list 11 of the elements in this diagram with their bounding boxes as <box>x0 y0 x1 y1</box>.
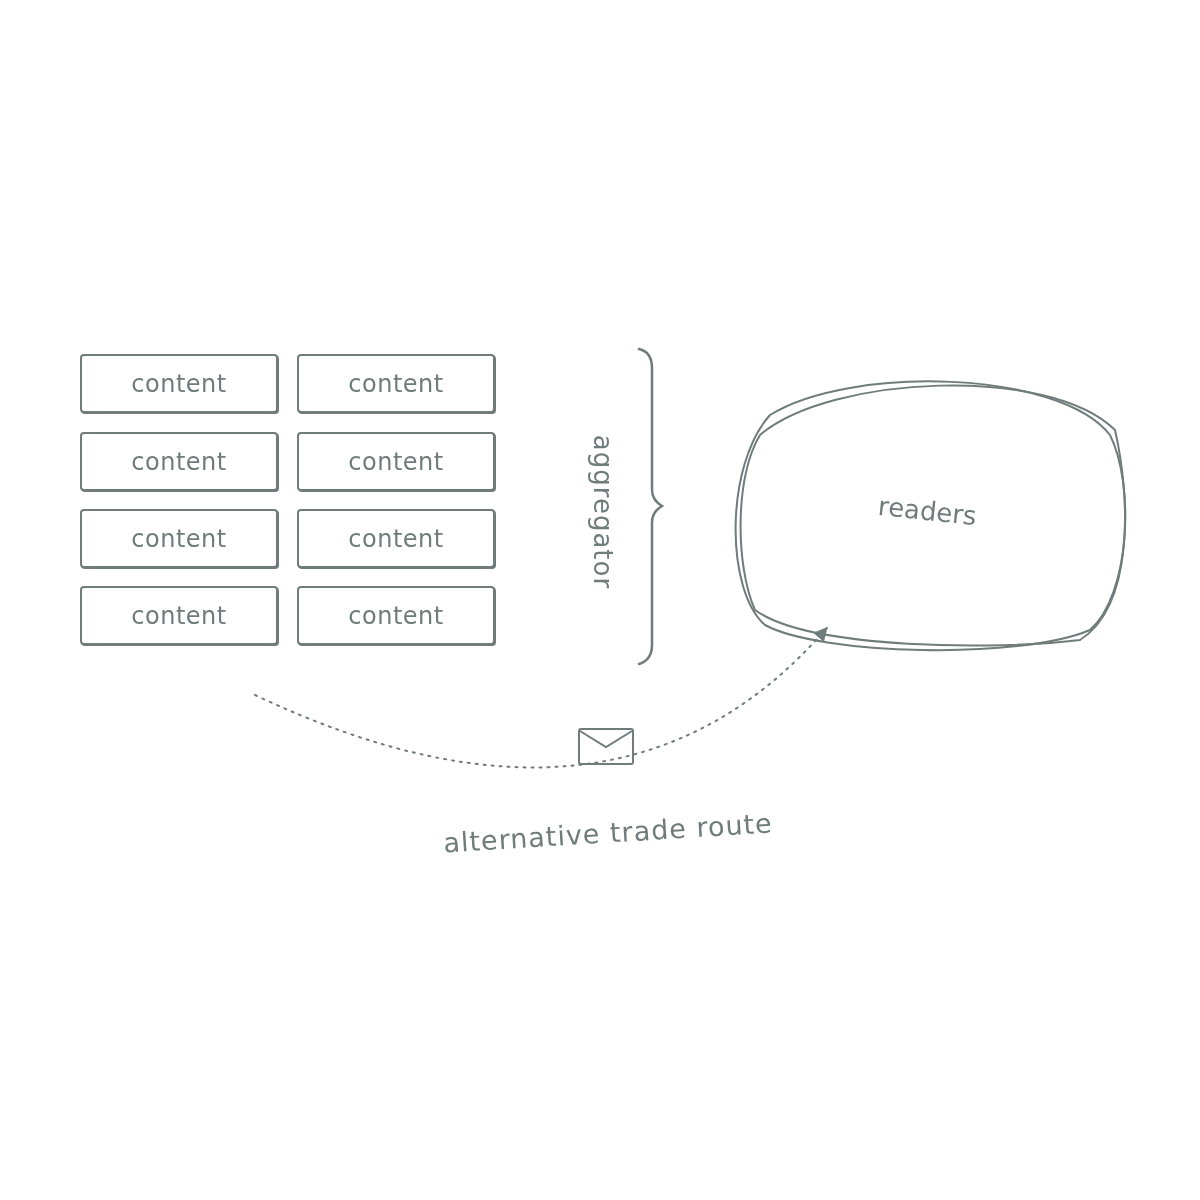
content-box: content <box>80 354 278 413</box>
node-label: readers <box>876 490 979 532</box>
content-box: content <box>297 354 495 413</box>
content-box: content <box>80 432 278 491</box>
content-box: content <box>80 509 278 568</box>
content-box: content <box>297 509 495 568</box>
brace-label: aggregator <box>588 434 618 590</box>
content-box: content <box>297 432 495 491</box>
content-box: content <box>297 586 495 645</box>
dotted-arrow <box>254 626 828 769</box>
content-box: content <box>80 586 278 645</box>
